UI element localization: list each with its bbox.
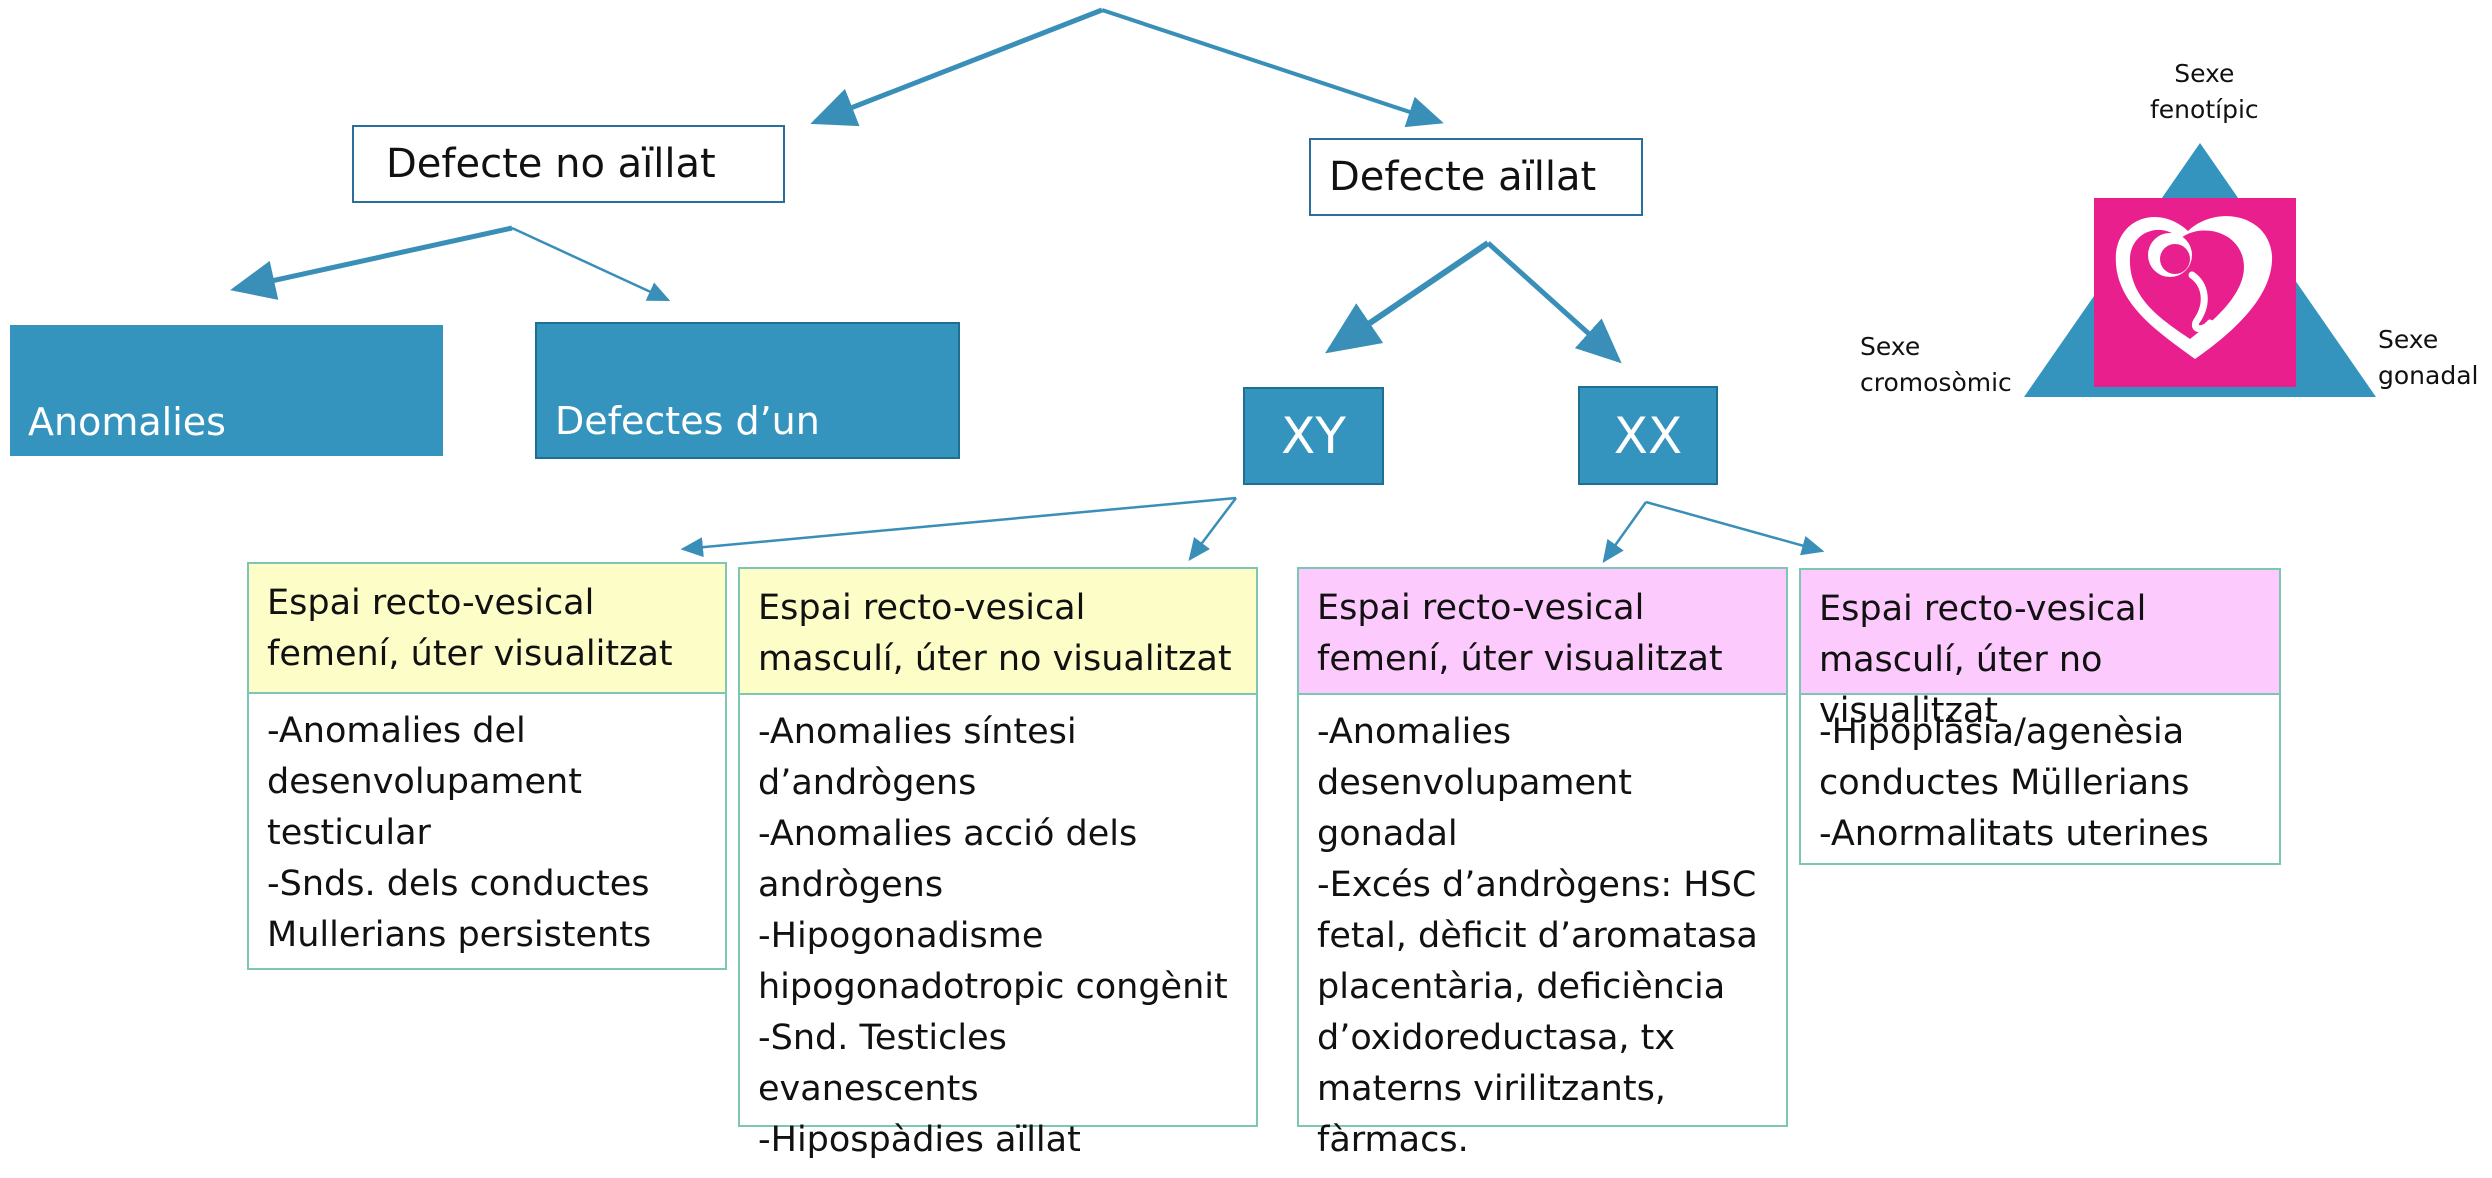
- xy-label: XY: [1281, 407, 1346, 465]
- arrow-to-isolated: [1101, 8, 1444, 128]
- xx-label: XX: [1613, 406, 1683, 465]
- arrow-to-chromosomal: [230, 225, 513, 300]
- xx-male-space-column: Espai recto-vesical masculí, úter no vis…: [1799, 568, 2281, 865]
- column-header: Espai recto-vesical masculí, úter no vis…: [1801, 570, 2279, 731]
- column-header: Espai recto-vesical femení, úter visuali…: [249, 564, 725, 694]
- column-header: Espai recto-vesical femení, úter visuali…: [1299, 569, 1786, 695]
- chromosomal-anomalies-box: Anomalies cromosòmiques: [10, 325, 443, 502]
- sex-triangle: [2024, 143, 2376, 397]
- arrow-to-xx: [1486, 241, 1622, 364]
- gonadal-sex-label: Sexe gonadal: [2378, 325, 2479, 390]
- column-body: -Anomalies síntesi d’andrògens -Anomalie…: [758, 712, 1228, 1160]
- gene-association-label: Defectes d’un gen/associació: [555, 399, 835, 501]
- xy-box: XY: [1243, 387, 1384, 485]
- arrow-layer: [230, 7, 1825, 564]
- arrow-xx-col4: [1645, 500, 1825, 556]
- arrow-xy-col2: [1188, 497, 1237, 561]
- arrow-to-gene: [511, 226, 671, 302]
- phenotypic-sex-label: Sexe fenotípic: [2150, 59, 2259, 124]
- arrow-xx-col3: [1602, 501, 1648, 564]
- arrow-xy-col1: [680, 496, 1237, 558]
- chromosomal-sex-label: Sexe cromosòmic: [1860, 332, 2012, 397]
- column-header: Espai recto-vesical masculí, úter no vis…: [740, 569, 1256, 695]
- fetus-heart-icon: [2115, 216, 2273, 359]
- isolated-defect-box: Defecte aïllat: [1309, 138, 1643, 216]
- column-body: -Hipoplàsia/agenèsia conductes Müllerian…: [1819, 712, 2209, 854]
- xx-box: XX: [1578, 386, 1718, 485]
- column-body: -Anomalies desenvolupament gonadal -Excé…: [1317, 712, 1758, 1160]
- arrow-to-xy: [1325, 240, 1490, 354]
- arrow-to-non-isolated: [810, 7, 1103, 127]
- xy-male-space-column: Espai recto-vesical masculí, úter no vis…: [738, 567, 1258, 1160]
- chromosomal-anomalies-label: Anomalies cromosòmiques: [28, 400, 330, 502]
- column-body: -Anomalies del desenvolupament testicula…: [267, 711, 652, 955]
- xx-female-space-column: Espai recto-vesical femení, úter visuali…: [1297, 567, 1788, 1160]
- non-isolated-defect-box: Defecte no aïllat: [352, 125, 785, 203]
- xy-female-space-column: Espai recto-vesical femení, úter visuali…: [247, 562, 727, 970]
- non-isolated-defect-label: Defecte no aïllat: [386, 141, 716, 187]
- isolated-defect-label: Defecte aïllat: [1329, 154, 1597, 200]
- gene-association-box: Defectes d’un gen/associació: [535, 322, 960, 501]
